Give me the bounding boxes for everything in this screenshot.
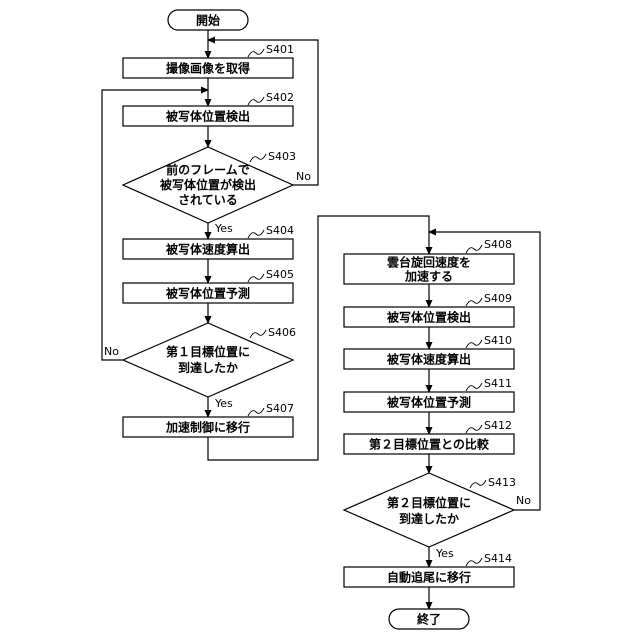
decision-s406-line2: 到達したか bbox=[178, 360, 238, 375]
step-s412-id: S412 bbox=[484, 419, 512, 432]
decision-s406-no-label: No bbox=[104, 345, 119, 358]
decision-s406-line1: 第１目標位置に bbox=[166, 344, 250, 359]
step-s408-id: S408 bbox=[484, 238, 512, 251]
step-s411-label: 被写体位置予測 bbox=[387, 395, 471, 410]
decision-s413-id: S413 bbox=[488, 476, 516, 489]
step-s404-id: S404 bbox=[266, 224, 294, 237]
decision-s403-line3: されている bbox=[178, 193, 238, 207]
step-s414-id: S414 bbox=[484, 552, 512, 565]
decision-s413-line2: 到達したか bbox=[399, 511, 459, 526]
step-s405-leader bbox=[248, 274, 264, 282]
decision-s403-id: S403 bbox=[268, 150, 296, 163]
step-s404-leader bbox=[248, 230, 264, 238]
step-s401-leader bbox=[248, 49, 264, 57]
decision-s403-no-label: No bbox=[296, 170, 311, 183]
step-s411-id: S411 bbox=[484, 377, 512, 390]
start-label: 開始 bbox=[196, 13, 220, 28]
step-s402-label: 被写体位置検出 bbox=[166, 109, 250, 124]
step-s410-leader bbox=[466, 340, 482, 348]
step-s405-id: S405 bbox=[266, 268, 294, 281]
step-s407-label: 加速制御に移行 bbox=[165, 420, 250, 435]
arrow-s406-no-loop bbox=[102, 90, 208, 360]
decision-s403-line2: 被写体位置が検出 bbox=[160, 177, 256, 192]
decision-s403-yes-label: Yes bbox=[214, 222, 233, 235]
step-s407-id: S407 bbox=[266, 402, 294, 415]
step-s411-leader bbox=[466, 383, 482, 391]
decision-s413-line1: 第２目標位置に bbox=[387, 495, 471, 510]
step-s401-id: S401 bbox=[266, 43, 294, 56]
decision-s403-line1: 前のフレームで bbox=[166, 162, 250, 177]
step-s410-id: S410 bbox=[484, 334, 512, 347]
step-s404-label: 被写体速度算出 bbox=[166, 242, 250, 257]
step-s410-label: 被写体速度算出 bbox=[387, 352, 471, 367]
step-s401-label: 撮像画像を取得 bbox=[166, 61, 250, 76]
step-s412-label: 第２目標位置との比較 bbox=[369, 437, 490, 452]
step-s402-id: S402 bbox=[266, 91, 294, 104]
step-s408-leader bbox=[466, 245, 482, 253]
decision-s403-leader bbox=[250, 154, 266, 162]
step-s412-leader bbox=[466, 425, 482, 433]
decision-s406-id: S406 bbox=[268, 326, 296, 339]
step-s402-leader bbox=[248, 97, 264, 105]
end-label: 終了 bbox=[417, 612, 441, 627]
step-s409-leader bbox=[466, 298, 482, 306]
step-s407-leader bbox=[248, 408, 264, 416]
step-s408-line1: 雲台旋回速度を bbox=[387, 255, 471, 270]
decision-s413-no-label: No bbox=[516, 494, 531, 507]
step-s409-label: 被写体位置検出 bbox=[387, 310, 471, 325]
decision-s406-leader bbox=[250, 330, 266, 338]
step-s409-id: S409 bbox=[484, 292, 512, 305]
step-s414-label: 自動追尾に移行 bbox=[387, 570, 471, 585]
decision-s413-yes-label: Yes bbox=[435, 547, 454, 560]
step-s414-leader bbox=[466, 558, 482, 566]
step-s405-label: 被写体位置予測 bbox=[166, 286, 250, 301]
decision-s406-yes-label: Yes bbox=[214, 397, 233, 410]
decision-s413-leader bbox=[470, 480, 486, 488]
step-s408-line2: 加速する bbox=[404, 269, 453, 284]
